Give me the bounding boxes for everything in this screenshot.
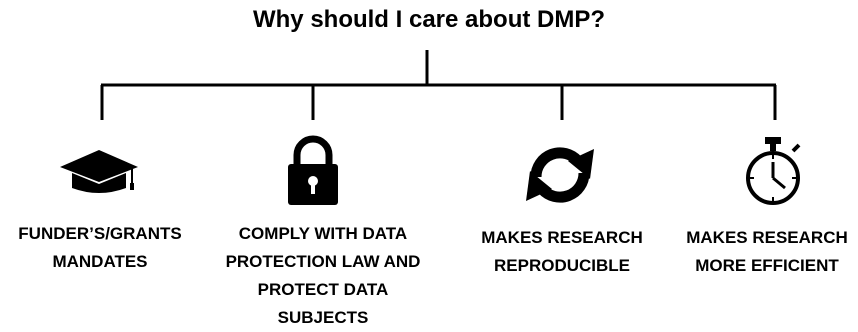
item-label-data-protection: COMPLY WITH DATA PROTECTION LAW AND PROT… [213, 220, 433, 332]
item-label-efficient: MAKES RESEARCH MORE EFFICIENT [676, 224, 858, 280]
refresh-cycle-icon [526, 147, 594, 203]
label-line: COMPLY WITH DATA [238, 224, 408, 243]
label-line: FUNDER’S/GRANTS [18, 224, 182, 243]
label-line: REPRODUCIBLE [493, 256, 630, 275]
label-line: MORE EFFICIENT [695, 256, 839, 275]
stopwatch-icon [746, 137, 801, 205]
label-line: MANDATES [52, 252, 148, 271]
label-line: MAKES RESEARCH [686, 228, 848, 247]
item-label-funders-mandates: FUNDER’S/GRANTS MANDATES [0, 220, 200, 276]
padlock-icon [288, 135, 338, 205]
label-line: PROTECT DATA [257, 280, 389, 299]
label-line: PROTECTION LAW AND [225, 252, 421, 271]
graduation-cap-icon [60, 150, 138, 193]
label-line: MAKES RESEARCH [481, 228, 643, 247]
diagram-title: Why should I care about DMP? [252, 6, 606, 33]
label-line: SUBJECTS [277, 308, 369, 327]
item-label-reproducible: MAKES RESEARCH REPRODUCIBLE [462, 224, 662, 280]
